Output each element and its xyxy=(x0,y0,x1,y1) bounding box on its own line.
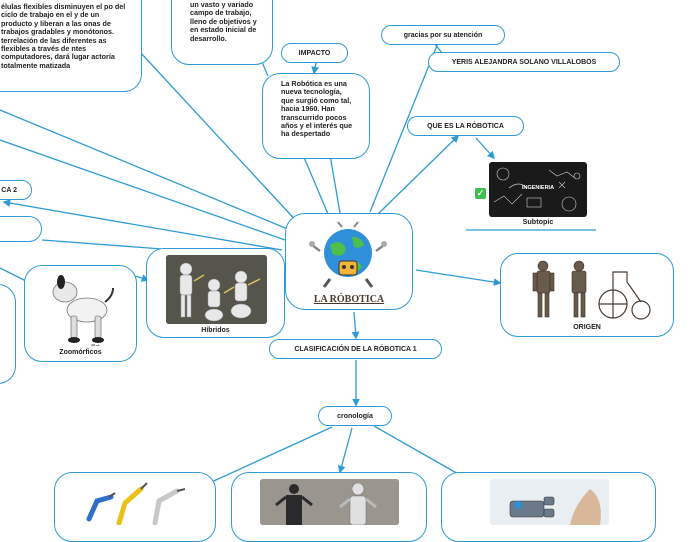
impacto-description: La Robótica es una nueva tecnología, que… xyxy=(281,79,353,139)
gracias-node[interactable]: gracias por su atención xyxy=(381,25,505,45)
subtopic-label: Subtopic xyxy=(522,217,554,226)
chalk-word: INGENIERIA xyxy=(522,185,554,191)
connector-lines xyxy=(0,37,596,486)
central-node[interactable]: LA RÓBOTICA xyxy=(285,213,413,310)
hibridos-card[interactable]: Híbridos xyxy=(146,248,285,338)
que-es-robotica-node[interactable]: QUE ES LA RÓBOTICA xyxy=(407,116,524,136)
origen-image xyxy=(529,258,653,322)
campo-trabajo-card[interactable]: un vasto y variado campo de trabajo, lle… xyxy=(171,0,273,65)
humanoid-robots-image xyxy=(260,479,399,525)
autor-node[interactable]: YERIS ALEJANDRA SOLANO VILLALOBOS xyxy=(428,52,620,72)
central-title: LA RÓBOTICA xyxy=(313,294,385,305)
hibridos-label: Híbridos xyxy=(201,327,230,334)
robotic-hand-card[interactable] xyxy=(441,472,656,542)
robotic-hand-image xyxy=(490,479,609,525)
industrial-robots-card[interactable] xyxy=(54,472,216,542)
campo-trabajo-text: un vasto y variado campo de trabajo, lle… xyxy=(190,0,257,43)
zoomorficos-card[interactable]: iBot Zoomórficos xyxy=(24,265,137,362)
left-empty-node[interactable] xyxy=(0,216,42,242)
ibot-label: iBot xyxy=(91,344,100,346)
clasificacion-2-node[interactable]: CA 2 xyxy=(0,180,32,200)
celulas-flexibles-text: élulas flexibles disminuyen el po del ci… xyxy=(1,2,126,70)
subtopic-image[interactable]: INGENIERIA xyxy=(489,162,587,217)
impacto-text-card[interactable]: La Robótica es una nueva tecnología, que… xyxy=(262,73,370,159)
clasificacion-1-node[interactable]: CLASIFICACIÓN DE LA RÓBOTICA 1 xyxy=(269,339,442,359)
industrial-robots-image xyxy=(79,479,191,525)
cronologia-node[interactable]: cronología xyxy=(318,406,392,426)
humanoid-robots-card[interactable] xyxy=(231,472,427,542)
zoomorficos-label: Zoomórficos xyxy=(59,349,102,356)
impacto-node[interactable]: IMPACTO xyxy=(281,43,348,63)
globe-robot-icon xyxy=(309,221,387,288)
origen-label: ORIGEN xyxy=(573,324,601,331)
left-partial-card[interactable] xyxy=(0,284,16,384)
zoomorficos-image: iBot xyxy=(47,274,117,346)
check-icon: ✓ xyxy=(475,188,486,199)
celulas-flexibles-card[interactable]: élulas flexibles disminuyen el po del ci… xyxy=(0,0,142,92)
origen-card[interactable]: ORIGEN xyxy=(500,253,674,337)
hibridos-image xyxy=(166,255,267,324)
